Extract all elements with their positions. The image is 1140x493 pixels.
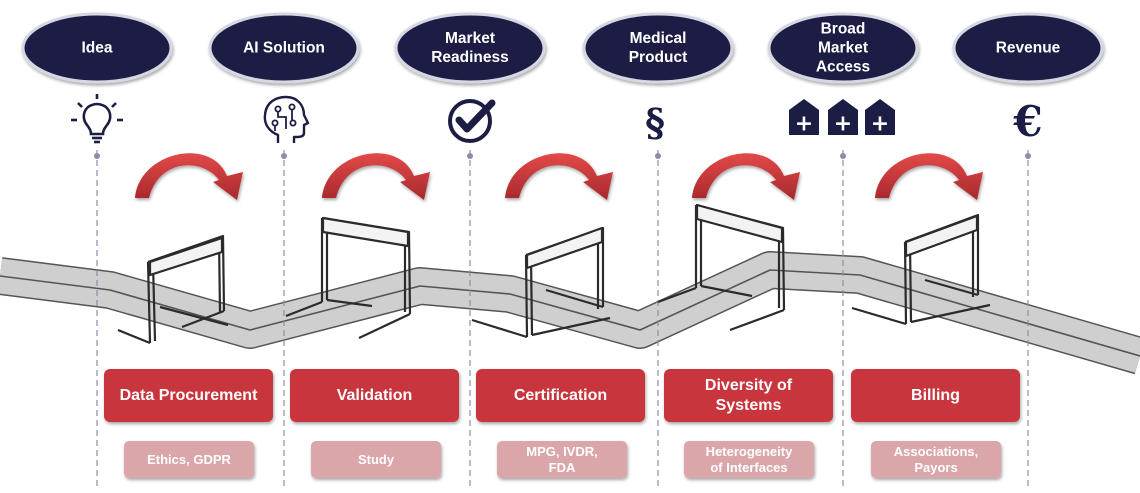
hurdle-label-1: Data Procurement	[104, 369, 273, 422]
sublabel-box	[684, 441, 814, 478]
house-shape	[865, 99, 895, 135]
jump-arrows	[135, 153, 983, 200]
sublabel-text: of Interfaces	[710, 460, 787, 475]
hurdle-box	[664, 369, 833, 422]
jump-arrow-1	[135, 153, 243, 200]
sublabel-text: Ethics, GDPR	[147, 452, 231, 467]
stage-6: Revenue	[952, 12, 1104, 84]
hurdle-label-5: Billing	[851, 369, 1020, 422]
hurdle-sublabel-2: Study	[311, 441, 441, 478]
lightbulb-icon	[71, 94, 123, 144]
hurdle-5	[851, 213, 991, 326]
stage-oval	[952, 12, 1104, 84]
hospital-house-1: +	[789, 99, 819, 137]
hurdle-label-text: Diversity of	[705, 377, 793, 394]
checkmark-icon	[448, 99, 496, 143]
hurdle-2	[285, 216, 412, 339]
hurdle-sublabel-3: MPG, IVDR,FDA	[497, 441, 627, 478]
hurdle-label-text: Certification	[514, 387, 607, 404]
jump-arrow-3	[505, 153, 613, 200]
stage-label: Market	[445, 30, 495, 47]
jump-arrow-5	[875, 153, 983, 200]
stage-icons: § + + + €	[71, 94, 1043, 146]
stage-oval	[208, 12, 360, 84]
sublabel-text: FDA	[549, 460, 576, 475]
divider-dot-3	[467, 153, 473, 159]
stage-label: Broad	[821, 21, 866, 38]
hurdle-label-text: Validation	[337, 387, 413, 404]
house-shape	[789, 99, 819, 135]
hurdle-box	[851, 369, 1020, 422]
hurdle-label-text: Data Procurement	[120, 387, 258, 404]
hospital-house-3: +	[865, 99, 895, 137]
paragraph-icon: §	[645, 100, 665, 145]
jump-arrow-2	[322, 153, 430, 200]
hurdle-labels: Data Procurement Validation Certification D…	[104, 369, 1020, 422]
sublabel-text: Study	[358, 452, 395, 467]
divider-dot-6	[1025, 153, 1031, 159]
plus-glyph: +	[871, 112, 889, 137]
hurdle-sublabels: Ethics, GDPR Study MPG, IVDR,FDA Heterogene…	[124, 441, 1001, 478]
stage-label: Readiness	[431, 49, 509, 66]
sublabel-text: Payors	[914, 460, 957, 475]
hurdle-label-text: Systems	[716, 397, 782, 414]
hurdle-3	[471, 226, 611, 339]
stage-oval	[767, 12, 919, 84]
divider-dot-2	[281, 153, 287, 159]
ai-head-icon	[263, 95, 310, 143]
plus-glyph: +	[795, 112, 813, 137]
hurdle-label-text: Billing	[911, 387, 960, 404]
sublabel-box	[124, 441, 254, 478]
hurdle-1	[117, 234, 229, 345]
stage-label: Revenue	[996, 40, 1061, 57]
hurdles	[117, 203, 991, 345]
stage-label: Product	[629, 49, 688, 66]
road	[0, 251, 1140, 375]
sublabel-box	[311, 441, 441, 478]
hurdle-label-3: Certification	[476, 369, 645, 422]
jump-arrow-4	[692, 153, 800, 200]
hurdle-box	[476, 369, 645, 422]
stage-2: AI Solution	[208, 12, 360, 84]
hurdle-label-2: Validation	[290, 369, 459, 422]
sublabel-text: MPG, IVDR,	[526, 444, 598, 459]
sublabel-box	[871, 441, 1001, 478]
stage-oval	[21, 12, 173, 84]
divider-dot-1	[94, 153, 100, 159]
hospital-house-2: +	[828, 99, 858, 137]
sublabel-box	[497, 441, 627, 478]
stage-label: Medical	[630, 30, 687, 47]
stage-oval	[394, 12, 546, 84]
stage-dividers	[94, 150, 1031, 490]
plus-glyph: +	[834, 112, 852, 137]
stage-label: Access	[816, 59, 870, 76]
divider-dot-4	[655, 153, 661, 159]
stage-label: Market	[818, 40, 868, 57]
hurdle-4	[657, 203, 786, 332]
hospital-icon: + + +	[789, 99, 895, 137]
hurdle-box	[290, 369, 459, 422]
stage-oval	[582, 12, 734, 84]
hurdle-box	[104, 369, 273, 422]
sublabel-text: Associations,	[894, 444, 979, 459]
euro-icon: €	[1012, 97, 1042, 146]
stage-label: AI Solution	[243, 40, 325, 57]
hurdle-sublabel-5: Associations,Payors	[871, 441, 1001, 478]
stage-label: Idea	[81, 40, 112, 57]
house-shape	[828, 99, 858, 135]
hurdle-sublabel-1: Ethics, GDPR	[124, 441, 254, 478]
hurdle-label-4: Diversity of Systems	[664, 369, 833, 422]
sublabel-text: Heterogeneity	[706, 444, 793, 459]
divider-dot-5	[840, 153, 846, 159]
stage-1: Idea	[21, 12, 173, 84]
